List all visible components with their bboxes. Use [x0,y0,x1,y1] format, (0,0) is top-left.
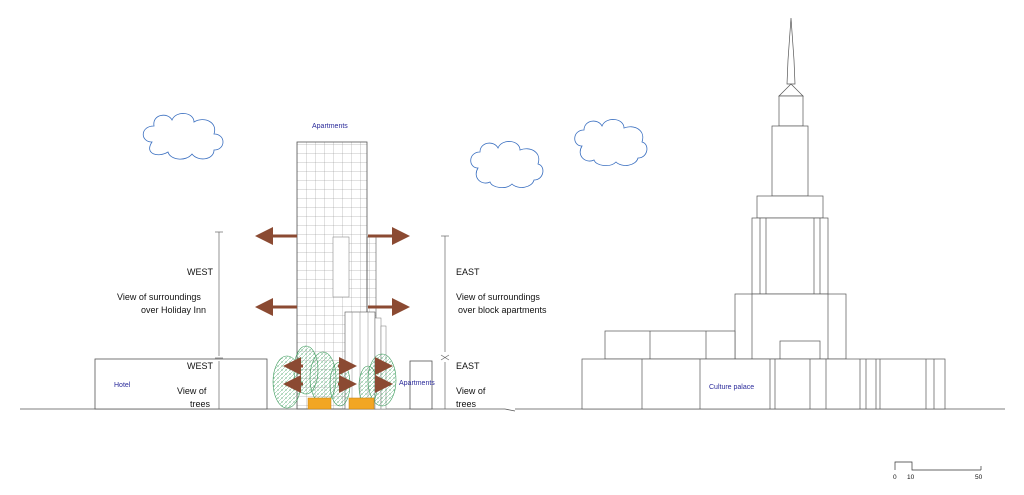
label-west-upper-desc-2: over Holiday Inn [141,305,206,315]
cloud-left [142,113,224,160]
view-arrows [255,227,410,393]
label-west-upper-desc-1: View of surroundings [117,292,201,302]
scale-tick-10: 10 [907,474,915,481]
scale-bar: 0 10 50 [893,461,983,481]
culture-palace [581,17,946,410]
label-west-lower-desc-2: trees [190,399,211,409]
tower-base-right [348,397,375,410]
label-east-lower-desc-1: View of [456,386,486,396]
label-culture-palace: Culture palace [709,384,754,391]
scale-tick-0: 0 [893,474,897,481]
label-apartments-small: Apartments [399,380,435,387]
label-hotel: Hotel [114,382,131,389]
scale-tick-50: 50 [975,474,983,481]
label-east-upper-desc-1: View of surroundings [456,292,540,302]
cloud-middle [470,141,544,188]
label-east-upper-desc-2: over block apartments [458,305,547,315]
label-west-upper: WEST [187,267,214,277]
label-west-lower: WEST [187,361,214,371]
label-east-lower: EAST [456,361,480,371]
label-apartments-top: Apartments [312,123,348,130]
hotel-building [94,358,268,410]
label-west-lower-desc-1: View of [177,386,207,396]
tower-base-left [307,397,332,410]
apartments-small-building [409,360,433,410]
cloud-right [574,119,648,166]
label-east-upper: EAST [456,267,480,277]
label-east-lower-desc-2: trees [456,399,477,409]
dimension-lines [215,231,450,409]
